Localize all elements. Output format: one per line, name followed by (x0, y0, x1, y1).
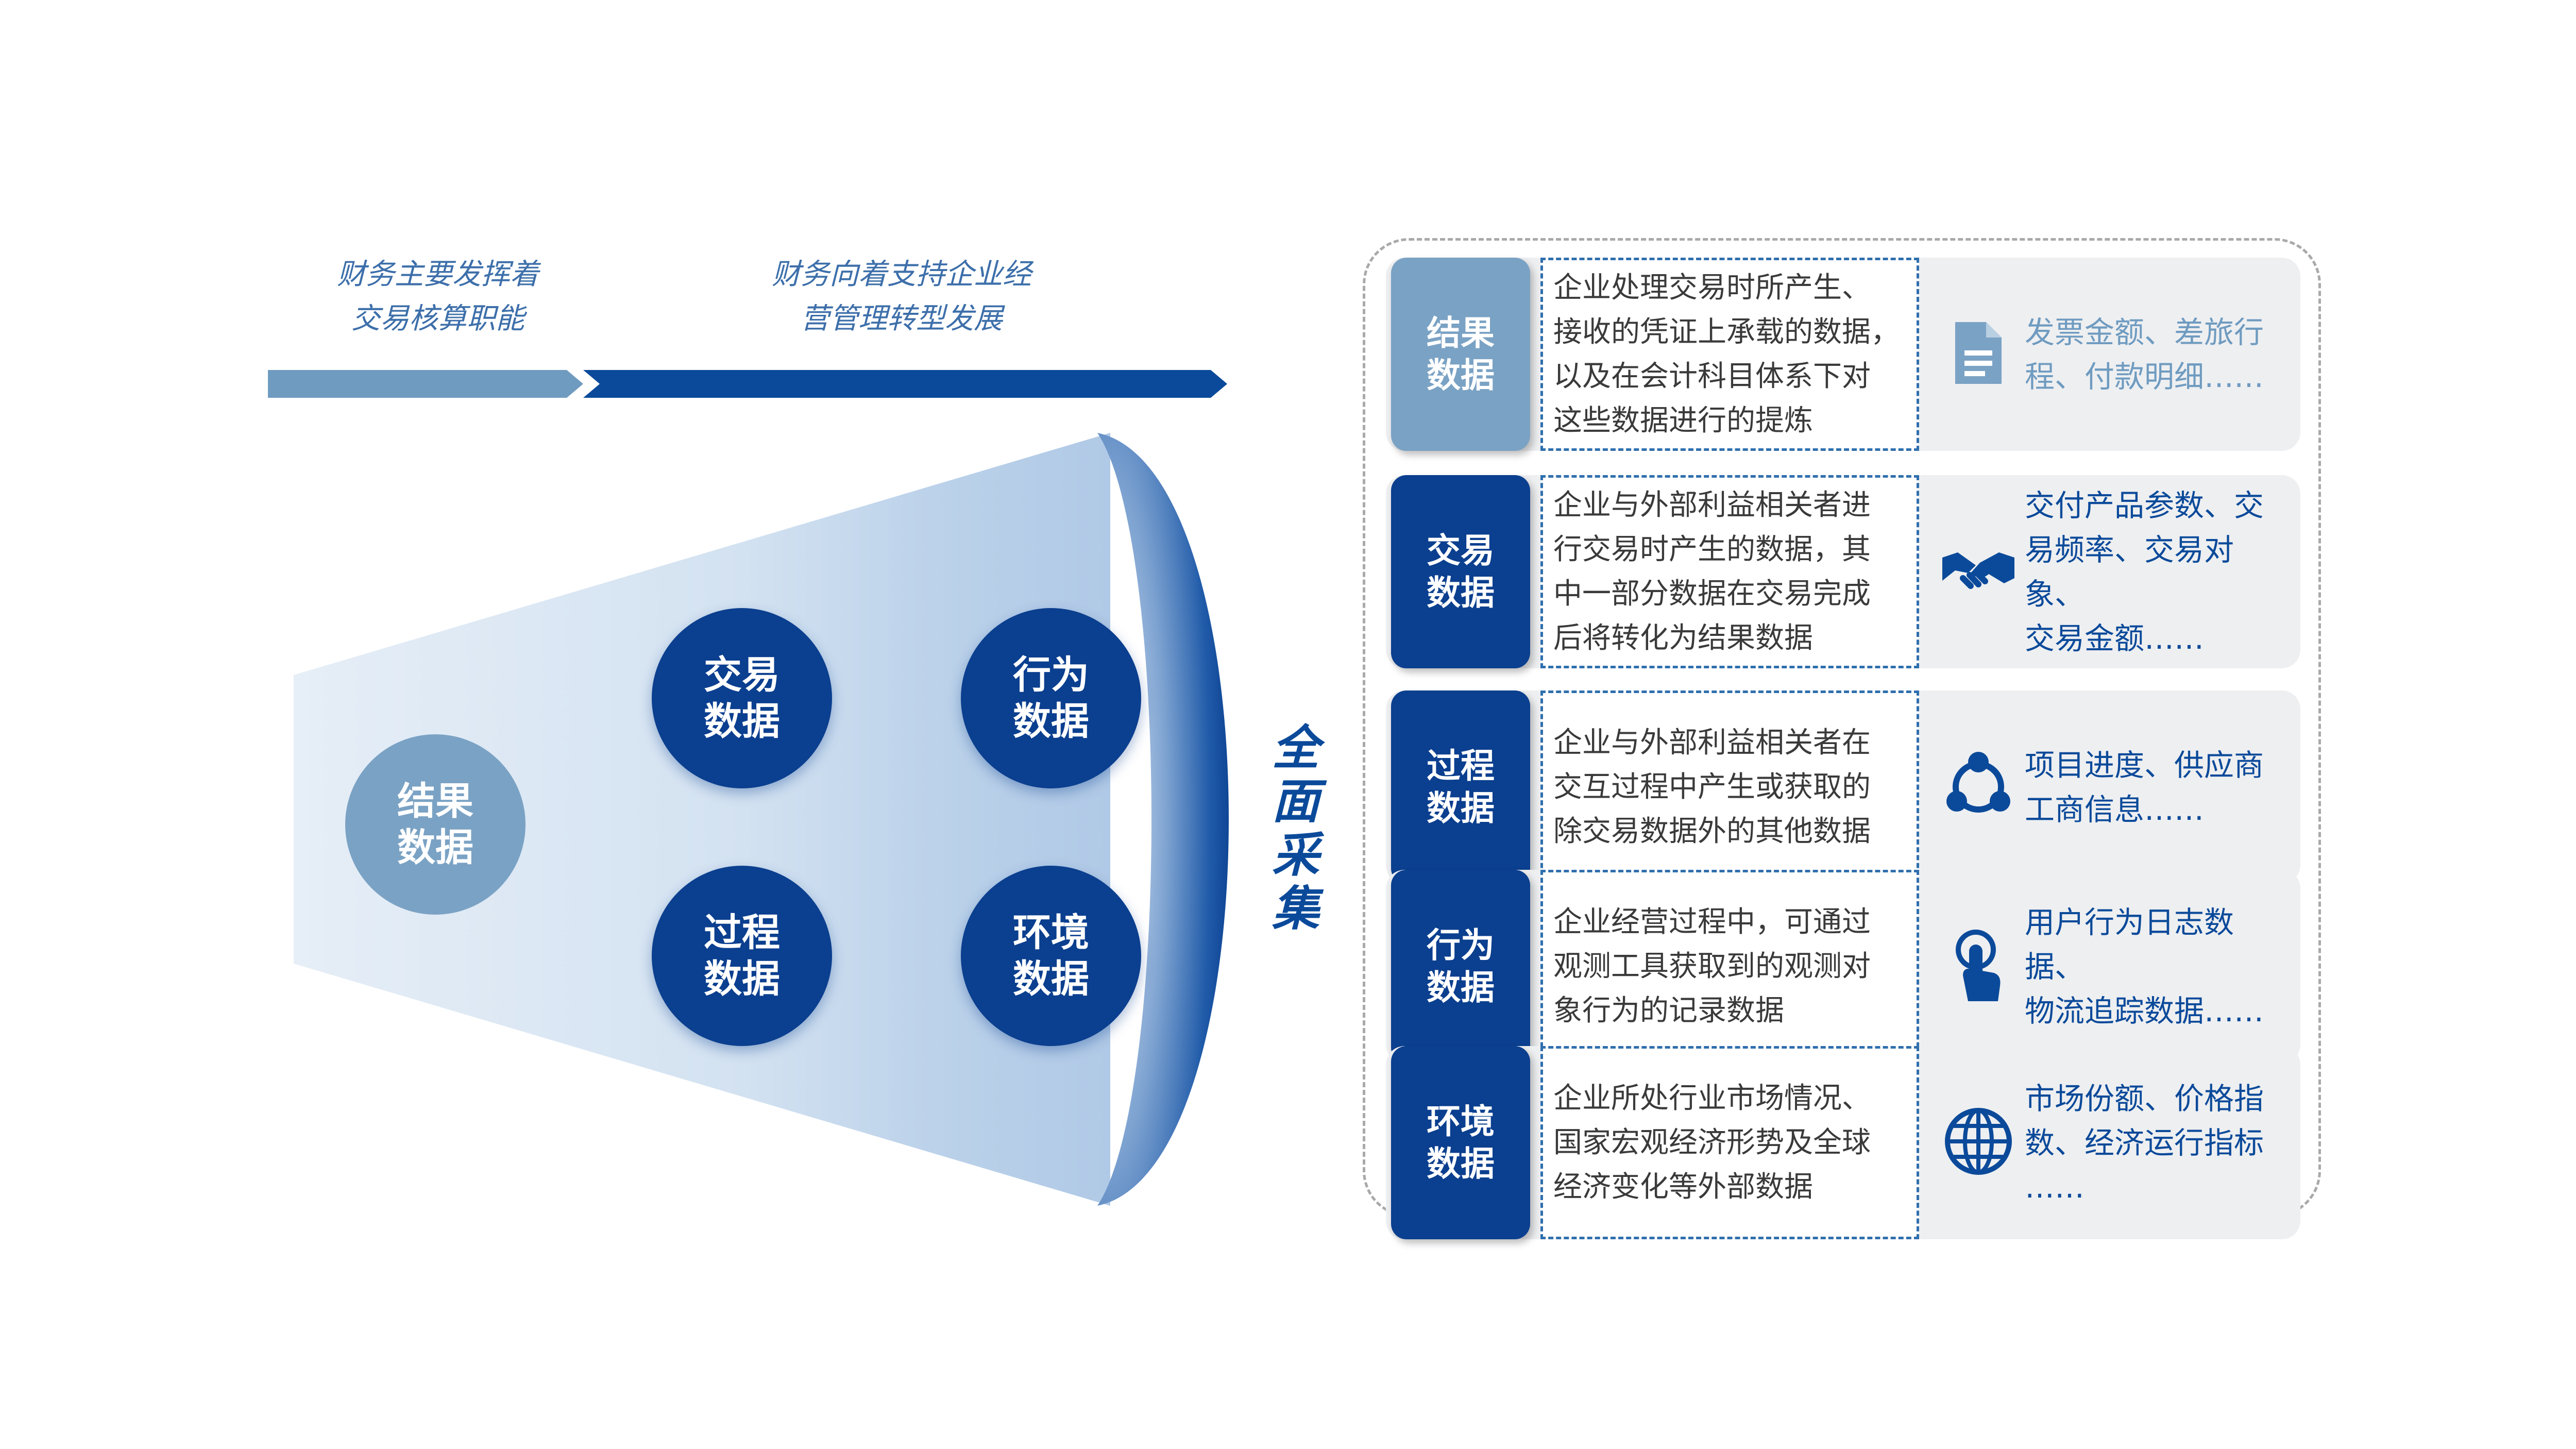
row-description: 企业与外部利益相关者在 交互过程中产生或获取的 除交易数据外的其他数据 (1540, 690, 1919, 884)
globe-icon (1940, 1103, 2017, 1180)
funnel-circle-environment: 环境 数据 (961, 866, 1141, 1046)
funnel-circle-process: 过程 数据 (652, 866, 832, 1046)
data-row-process: 过程 数据 企业与外部利益相关者在 交互过程中产生或获取的 除交易数据外的其他数… (1386, 690, 2300, 884)
touch-icon (1940, 926, 2017, 1004)
row-examples: 用户行为日志数据、 物流追踪数据…… (2025, 904, 2264, 1029)
stage-label-transactional: 财务主要发挥着 交易核算职能 (337, 258, 539, 335)
row-examples: 交付产品参数、交 易频率、交易对象、 交易金额…… (2025, 487, 2264, 656)
stage-arrow-dark (583, 370, 1227, 398)
handshake-icon (1940, 532, 2017, 609)
row-category: 行为 数据 (1391, 870, 1530, 1063)
data-row-behavior: 行为 数据 企业经营过程中，可通过 观测工具获取到的观测对 象行为的记录数据 用… (1386, 870, 2300, 1063)
network-icon (1940, 747, 2017, 824)
funnel-mouth (1097, 433, 1229, 1206)
row-description: 企业所处行业市场情况、 国家宏观经济形势及全球 经济变化等外部数据 (1540, 1046, 1919, 1239)
row-examples: 市场份额、价格指 数、经济运行指标 …… (2025, 1081, 2264, 1205)
funnel-circle-trade: 交易 数据 (652, 608, 832, 788)
row-description: 企业经营过程中，可通过 观测工具获取到的观测对 象行为的记录数据 (1540, 870, 1919, 1063)
stage-arrow-light (268, 370, 583, 398)
data-row-trade: 交易 数据 企业与外部利益相关者进 行交易时产生的数据，其 中一部分数据在交易完… (1386, 475, 2300, 668)
data-row-environment: 环境 数据 企业所处行业市场情况、 国家宏观经济形势及全球 经济变化等外部数据 … (1386, 1046, 2300, 1239)
document-icon (1940, 314, 2017, 392)
row-category: 交易 数据 (1391, 475, 1530, 668)
data-row-result: 结果 数据 企业处理交易时所产生、 接收的凭证上承载的数据， 以及在会计科目体系… (1386, 258, 2300, 451)
row-examples: 发票金额、差旅行 程、付款明细…… (2025, 314, 2264, 394)
row-category: 结果 数据 (1391, 258, 1530, 451)
funnel-shape (294, 433, 1229, 1206)
full-collection-label: 全 面 采 集 (1272, 720, 1319, 936)
row-examples: 项目进度、供应商 工商信息…… (2025, 747, 2264, 827)
funnel-circle-result: 结果 数据 (345, 734, 526, 915)
row-description: 企业处理交易时所产生、 接收的凭证上承载的数据， 以及在会计科目体系下对 这些数… (1540, 258, 1919, 451)
funnel-circle-behavior: 行为 数据 (961, 608, 1141, 788)
stage-arrows (268, 370, 1227, 398)
stage-label-management: 财务向着支持企业经 营管理转型发展 (772, 258, 1031, 335)
row-category: 过程 数据 (1391, 690, 1530, 884)
row-description: 企业与外部利益相关者进 行交易时产生的数据，其 中一部分数据在交易完成 后将转化… (1540, 475, 1919, 668)
row-category: 环境 数据 (1391, 1046, 1530, 1239)
